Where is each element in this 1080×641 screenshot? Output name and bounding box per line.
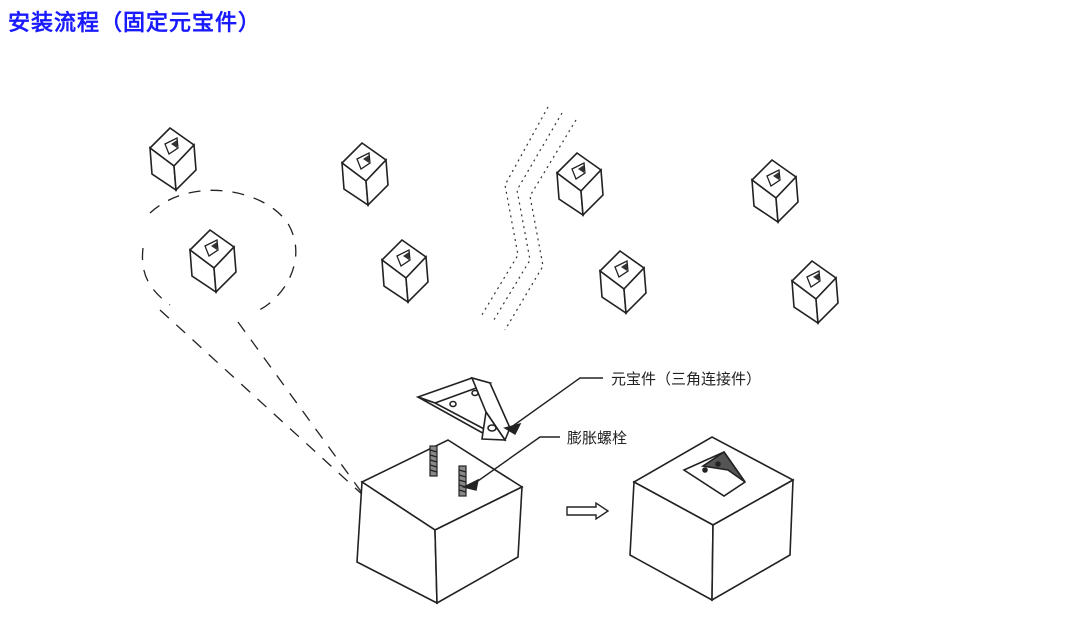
block-8 (791, 260, 839, 324)
next-step-arrow (566, 501, 610, 521)
large-block (356, 439, 524, 605)
block-4 (751, 159, 799, 223)
triangle-bracket (415, 376, 511, 442)
block-5 (189, 229, 237, 293)
detail-zoom-lines (141, 189, 366, 498)
block-7 (599, 250, 647, 314)
page-title: 安装流程（固定元宝件） (8, 10, 262, 36)
bolt-label: 膨胀螺栓 (567, 429, 627, 447)
block-3 (556, 152, 604, 216)
callout-leaders (461, 377, 603, 491)
block-2 (341, 142, 389, 206)
block-1 (149, 127, 197, 191)
bracket-label: 元宝件（三角连接件） (611, 370, 761, 388)
expansion-bolts (429, 445, 467, 497)
block-6 (381, 239, 429, 303)
finished-block (629, 436, 795, 602)
break-marks (479, 106, 577, 331)
